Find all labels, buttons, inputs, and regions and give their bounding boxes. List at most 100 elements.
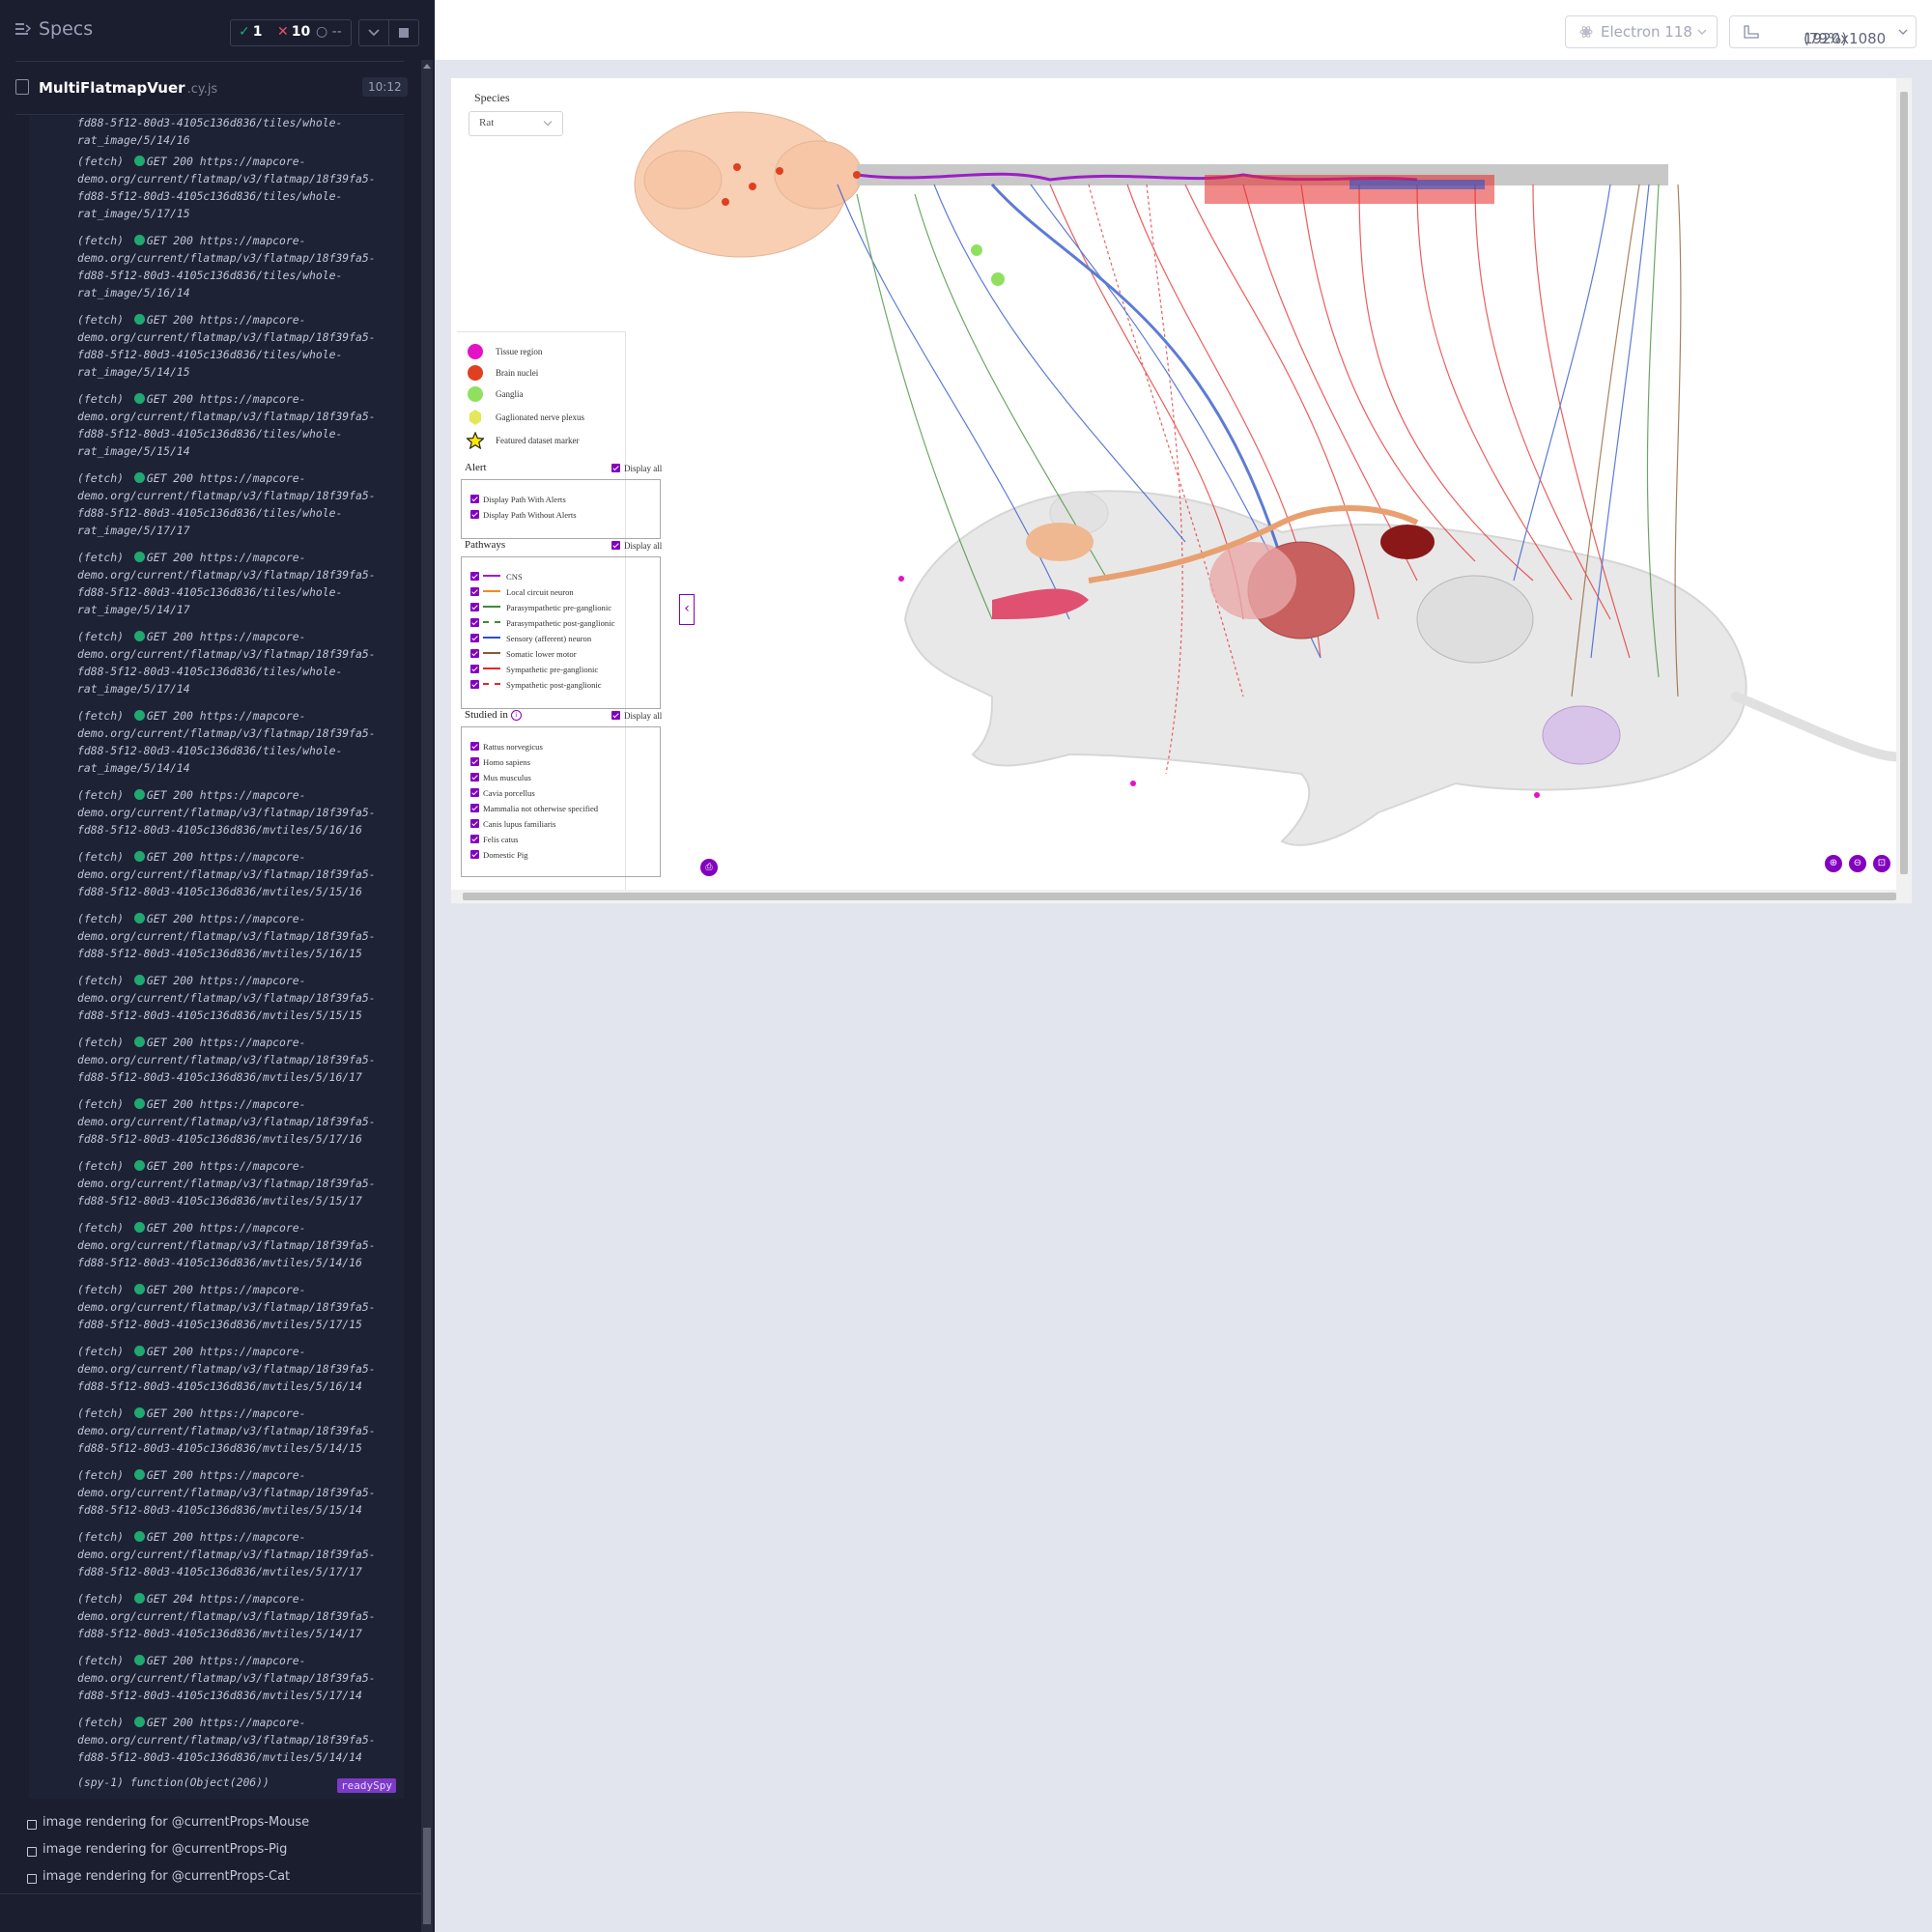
pathway-line-swatch xyxy=(483,575,500,577)
spy-log-line[interactable]: (spy-1) function(Object(206)) xyxy=(77,1776,270,1789)
pathway-checkbox-item[interactable]: Sympathetic post-ganglionic xyxy=(470,680,602,694)
zoom-fit-button[interactable]: ⊡ xyxy=(1873,855,1890,872)
pathway-line-swatch xyxy=(483,621,500,623)
studied-display-all[interactable]: Display all xyxy=(611,711,662,721)
scroll-up-icon[interactable] xyxy=(423,64,431,69)
log-entry[interactable]: (fetch) GET 204 https://mapcore-demo.org… xyxy=(77,1592,376,1640)
log-entry[interactable]: (fetch) GET 200 https://mapcore-demo.org… xyxy=(77,1468,376,1517)
log-entry[interactable]: (fetch) GET 200 https://mapcore-demo.org… xyxy=(77,1097,376,1146)
collapse-all-button[interactable] xyxy=(358,19,389,46)
command-log: fd88-5f12-80d3-4105c136d836/tiles/whole-… xyxy=(29,116,404,1799)
pathways-section-title: Pathways xyxy=(465,539,506,551)
log-entry[interactable]: (fetch) GET 200 https://mapcore-demo.org… xyxy=(77,1283,376,1331)
status-dot-icon xyxy=(133,710,145,721)
alert-checkbox-item[interactable]: Display Path Without Alerts xyxy=(470,510,577,524)
pathway-checkbox-item[interactable]: Parasympathetic post-ganglionic xyxy=(470,618,614,632)
log-entry[interactable]: (fetch) GET 200 https://mapcore-demo.org… xyxy=(77,471,376,537)
ganglion-marker xyxy=(971,244,982,256)
cross-icon: ✕ xyxy=(277,24,289,40)
log-entry[interactable]: (fetch) GET 200 https://mapcore-demo.org… xyxy=(77,630,376,696)
bladder-organ xyxy=(1542,705,1621,765)
log-entry[interactable]: (fetch) GET 200 https://mapcore-demo.org… xyxy=(77,551,376,616)
log-entry[interactable]: (fetch) GET 200 https://mapcore-demo.org… xyxy=(77,1221,376,1269)
nerve-pathways xyxy=(837,184,1682,775)
zoom-out-button[interactable]: ⊖ xyxy=(1849,855,1866,872)
test-item[interactable]: image rendering for @currentProps-Pig xyxy=(27,1841,413,1862)
checkbox-checked-icon xyxy=(470,618,479,627)
checkbox-checked-icon xyxy=(611,464,620,472)
marker-dot-icon xyxy=(468,365,483,381)
pathway-checkbox-item[interactable]: Local circuit neuron xyxy=(470,587,574,601)
help-button[interactable]: ⎙ xyxy=(700,859,718,876)
log-entry[interactable]: (fetch) GET 200 https://mapcore-demo.org… xyxy=(77,1406,376,1455)
pathway-line-swatch xyxy=(483,668,500,669)
species-checkbox-item[interactable]: Cavia porcellus xyxy=(470,788,535,802)
log-entry[interactable]: (fetch) GET 200 https://mapcore-demo.org… xyxy=(77,155,376,220)
specs-list-icon[interactable] xyxy=(15,22,31,36)
log-entry[interactable]: (fetch) GET 200 https://mapcore-demo.org… xyxy=(77,1159,376,1208)
checkbox-checked-icon xyxy=(611,541,620,550)
marker-dot-icon xyxy=(468,386,483,402)
app-horizontal-scroll-thumb[interactable] xyxy=(463,893,1896,900)
checkbox-checked-icon xyxy=(470,835,479,843)
log-entry[interactable]: (fetch) GET 200 https://mapcore-demo.org… xyxy=(77,1654,376,1702)
pending-test-icon xyxy=(27,1874,37,1884)
species-checkbox-item[interactable]: Mus musculus xyxy=(470,773,531,786)
log-entry[interactable]: (fetch) GET 200 https://mapcore-demo.org… xyxy=(77,1345,376,1393)
species-checkbox-item[interactable]: Canis lupus familiaris xyxy=(470,819,555,833)
pathway-checkbox-item[interactable]: Sympathetic pre-ganglionic xyxy=(470,665,598,678)
passed-count: ✓1 xyxy=(239,24,263,40)
log-entry[interactable]: (fetch) GET 200 https://mapcore-demo.org… xyxy=(77,392,376,458)
log-entry[interactable]: (fetch) GET 200 https://mapcore-demo.org… xyxy=(77,1036,376,1084)
stop-button[interactable] xyxy=(388,19,419,46)
alert-display-all[interactable]: Display all xyxy=(611,464,662,473)
checkbox-checked-icon xyxy=(470,665,479,673)
log-entry[interactable]: (fetch) GET 200 https://mapcore-demo.org… xyxy=(77,1530,376,1578)
log-entry[interactable]: fd88-5f12-80d3-4105c136d836/tiles/whole-… xyxy=(77,116,343,147)
flatmap-canvas[interactable] xyxy=(451,78,1896,890)
app-vertical-scroll-thumb[interactable] xyxy=(1900,92,1908,874)
specs-title: Specs xyxy=(39,18,94,40)
log-entry[interactable]: (fetch) GET 200 https://mapcore-demo.org… xyxy=(77,912,376,960)
species-checkbox-item[interactable]: Homo sapiens xyxy=(470,757,530,771)
status-dot-icon xyxy=(133,789,145,800)
species-checkbox-item[interactable]: Domestic Pig xyxy=(470,850,528,864)
alert-checkbox-item[interactable]: Display Path With Alerts xyxy=(470,495,566,508)
log-entry[interactable]: (fetch) GET 200 https://mapcore-demo.org… xyxy=(77,709,376,775)
log-entry[interactable]: (fetch) GET 200 https://mapcore-demo.org… xyxy=(77,1716,376,1764)
info-icon[interactable]: i xyxy=(510,710,522,721)
ruler-icon xyxy=(1744,25,1759,39)
reporter-scroll-thumb[interactable] xyxy=(423,1828,431,1924)
log-entry[interactable]: (fetch) GET 200 https://mapcore-demo.org… xyxy=(77,974,376,1022)
pathways-display-all[interactable]: Display all xyxy=(611,541,662,551)
browser-selector[interactable]: Electron 118 xyxy=(1565,15,1718,48)
pathway-checkbox-item[interactable]: Parasympathetic pre-ganglionic xyxy=(470,603,611,616)
pathway-checkbox-item[interactable]: Sensory (afferent) neuron xyxy=(470,634,591,647)
log-entry[interactable]: (fetch) GET 200 https://mapcore-demo.org… xyxy=(77,850,376,898)
divider xyxy=(15,114,404,115)
stop-icon xyxy=(399,28,409,38)
pathways-box xyxy=(461,556,661,709)
legend-collapse-button[interactable]: ‹ xyxy=(679,594,695,625)
test-item[interactable]: image rendering for @currentProps-Cat xyxy=(27,1868,413,1889)
species-checkbox-item[interactable]: Rattus norvegicus xyxy=(470,742,543,755)
test-item[interactable]: image rendering for @currentProps-Mouse xyxy=(27,1814,413,1835)
log-entry[interactable]: (fetch) GET 200 https://mapcore-demo.org… xyxy=(77,788,376,837)
viewport-selector[interactable]: 1920x1080 (79%) xyxy=(1729,15,1917,48)
pathway-checkbox-item[interactable]: Somatic lower motor xyxy=(470,649,577,663)
specs-header: Specs ✓1 ✕10 ○ -- xyxy=(0,0,435,60)
species-checkbox-item[interactable]: Mammalia not otherwise specified xyxy=(470,804,598,817)
species-select[interactable]: Rat xyxy=(469,111,563,136)
sensory-bundle xyxy=(1350,180,1485,189)
spec-file-row[interactable]: MultiFlatmapVuer.cy.js 10:12 xyxy=(0,70,415,108)
pending-count: ○ -- xyxy=(316,24,342,40)
zoom-in-button[interactable]: ⊕ xyxy=(1825,855,1842,872)
log-entry[interactable]: (fetch) GET 200 https://mapcore-demo.org… xyxy=(77,234,376,299)
log-entry[interactable]: (fetch) GET 200 https://mapcore-demo.org… xyxy=(77,313,376,379)
checkbox-checked-icon xyxy=(470,510,479,519)
pathway-checkbox-item[interactable]: CNS xyxy=(470,572,523,585)
reporter-scrollbar[interactable] xyxy=(421,60,433,1932)
species-checkbox-item[interactable]: Felis catus xyxy=(470,835,519,848)
